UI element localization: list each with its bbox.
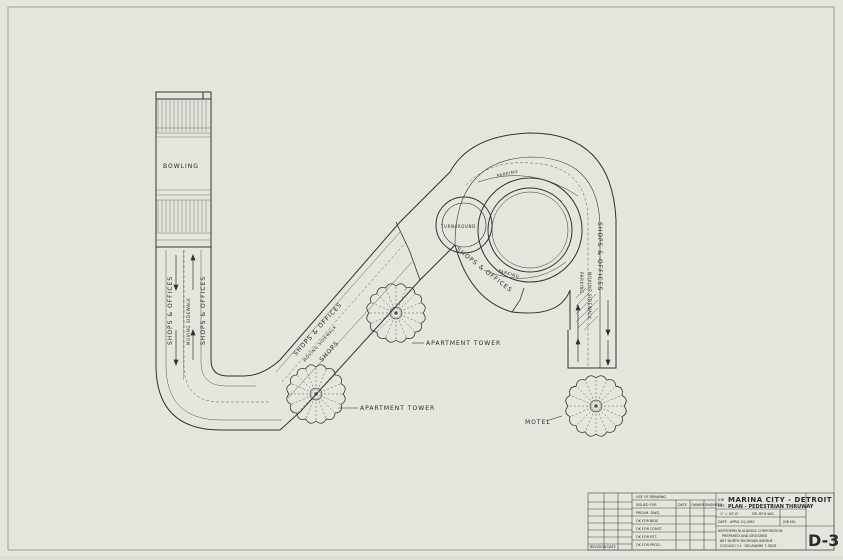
shops-offices-label-right: SHOPS & OFFICES [596,222,603,291]
parking-label-right: PARKING [579,272,584,294]
flow-arrows-left [173,254,196,366]
row-const: OK FOR CONST. [636,527,663,531]
shops-offices-label-left-2: SHOPS & OFFICES [200,276,207,345]
towers [286,283,627,437]
bowling-label: BOWLING [163,163,199,170]
scale: 1" = 50'-0" [720,512,739,516]
right-loop [435,132,617,369]
parking-label-bottom: PARKING [498,268,520,279]
moving-sidewalk-label-right: MOVING SIDEWALK [587,272,592,319]
drawing-date: APRIL 24,1962 [730,520,755,524]
drawn-by-label: DR. BY [752,512,764,516]
firm-line-1: NORTHERN BUILDINGS CORPORATION [718,529,783,533]
motel-label: MOTEL [525,419,551,426]
job-no-label: JOB NO. [782,520,796,524]
col-date: DATE [678,503,687,507]
firm-line-3: 867 NORTH MICHIGAN AVENUE [720,539,773,543]
row-est: OK FOR EST. [636,535,657,539]
firm-line-2: PREPARED AND DESIGNED [722,534,768,538]
firm-line-4: CHICAGO 11 · DELAWARE 7-5828 [720,544,776,548]
sheet-number: D-3 [808,531,839,550]
sheet-title: PLAN - PEDESTRIAN THRUWAY [728,504,814,510]
left-u-walkway [155,247,301,431]
row-prelim: PRELIM. DWG. [636,511,660,515]
motel-tower [565,375,627,437]
use-of-drawing-label: USE OF DRAWING [636,495,666,499]
job-prefix: JOB [717,498,725,502]
row-bids: OK FOR BIDS [636,519,658,523]
job-title: MARINA CITY - DETROIT [728,496,832,504]
title-block [587,492,835,551]
moving-sidewalk-label-left: MOVING SIDEWALK [186,298,191,345]
tower-leaders [338,342,563,422]
parking-label-top: PARKING [496,169,518,178]
sheet-border [7,6,835,551]
col-engineer: ENGINEER [705,503,723,507]
shops-offices-label-left: SHOPS & OFFICES [167,276,174,345]
date-label: DATE [718,520,727,524]
col-owner: OWNER [691,503,705,507]
drawn-by: R.W.K. [764,512,775,516]
diagonal-walkway [275,171,456,413]
sheet-prefix: DET. [718,504,726,508]
flow-arrows-right [575,300,611,366]
turnaround-label: TURNAROUND [440,224,476,229]
left-wing [155,91,212,248]
revision-label: REVISION [590,545,607,549]
apartment-tower-lower [286,364,346,424]
revision-date-label: DATE [607,545,616,549]
apartment-tower-label-upper: APARTMENT TOWER [426,340,501,347]
apartment-tower-label-lower: APARTMENT TOWER [360,405,435,412]
apartment-tower-upper [366,283,426,343]
row-issued-for: ISSUED FOR [636,503,657,507]
title-block-text: USE OF DRAWING ISSUED FOR PRELIM. DWG. O… [590,495,839,550]
row-prod: OK FOR PROD. [636,543,661,547]
